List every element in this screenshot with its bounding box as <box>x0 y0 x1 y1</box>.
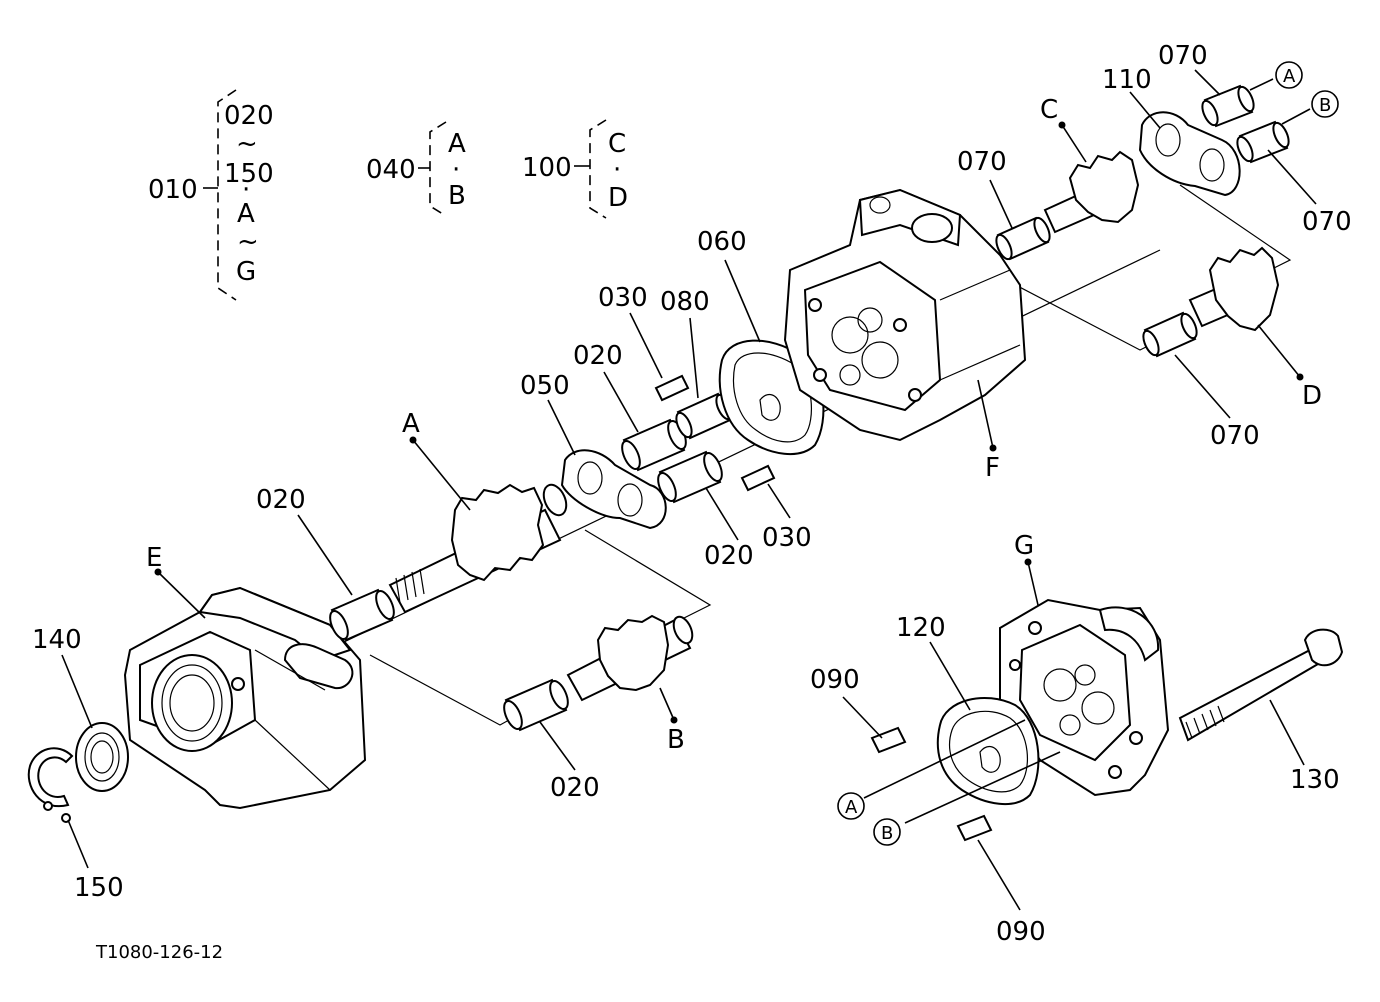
legend-010-item-5: A <box>237 199 255 229</box>
label-120: 120 <box>896 613 946 643</box>
pin-030-top <box>654 374 690 402</box>
label-f: F <box>985 453 1000 483</box>
label-080: 080 <box>660 287 710 317</box>
pin-090-top <box>870 726 907 754</box>
label-030-top: 030 <box>598 283 648 313</box>
label-b-circle-2: B <box>881 823 893 844</box>
legend-010-item-7: G <box>236 257 256 287</box>
label-a-shaft: A <box>402 409 420 439</box>
label-g: G <box>1014 531 1034 561</box>
label-140: 140 <box>32 625 82 655</box>
label-020-shaft: 020 <box>256 485 306 515</box>
bushing-020-lower <box>503 678 569 732</box>
legend-group-010: 010 020 ~ 150 · A ~ G <box>148 89 274 301</box>
bushing-020-right <box>657 450 723 504</box>
label-130: 130 <box>1290 765 1340 795</box>
marker-dots <box>154 121 1304 724</box>
oil-seal-140 <box>75 722 129 792</box>
drive-gear-a <box>388 483 568 614</box>
figure-code: T1080-126-12 <box>95 942 223 963</box>
legend-010-item-2: ~ <box>236 129 258 159</box>
side-plate-050 <box>560 449 667 530</box>
legend-key-010: 010 <box>148 175 198 205</box>
label-050: 050 <box>520 371 570 401</box>
label-a-circle: A <box>1283 66 1296 87</box>
bushing-070-right <box>1236 120 1290 164</box>
driven-gear-b <box>566 614 694 702</box>
label-070-right: 070 <box>1302 207 1352 237</box>
label-b-lower: B <box>667 725 685 755</box>
legend-key-100: 100 <box>522 153 572 183</box>
circlip-150 <box>27 747 74 823</box>
label-a-circle-2: A <box>845 797 858 818</box>
label-090-bottom: 090 <box>996 917 1046 947</box>
label-070-left: 070 <box>957 147 1007 177</box>
leader-lines <box>61 69 1317 911</box>
label-090-top: 090 <box>810 665 860 695</box>
circle-callouts <box>837 61 1339 846</box>
gear-c <box>1043 150 1140 234</box>
side-plate-110 <box>1138 111 1241 197</box>
label-d: D <box>1302 381 1322 411</box>
label-c: C <box>1040 95 1058 125</box>
label-020-right: 020 <box>704 541 754 571</box>
pump-body-f <box>783 188 1027 442</box>
legend-100-item-2: · <box>613 155 621 185</box>
legend-100-item-3: D <box>608 183 628 213</box>
bushing-070-left <box>995 216 1051 261</box>
part-labels: 020 A E 140 150 050 020 030 080 060 020 … <box>32 41 1352 947</box>
label-070-bottom: 070 <box>1210 421 1260 451</box>
front-cover-e <box>123 586 367 810</box>
rear-cover-g <box>999 598 1170 797</box>
label-060: 060 <box>697 227 747 257</box>
legend-010-item-6: ~ <box>237 227 259 257</box>
bushing-020-shaft <box>329 588 395 642</box>
bushing-070-bottom <box>1142 311 1198 358</box>
bolt-130 <box>1178 628 1344 742</box>
pin-030-bottom <box>740 464 776 492</box>
gasket-120 <box>936 697 1040 806</box>
label-070-top: 070 <box>1158 41 1208 71</box>
bushing-070-top <box>1201 84 1255 128</box>
legend-100-item-1: C <box>608 129 626 159</box>
label-020-mid: 020 <box>573 341 623 371</box>
legend-key-040: 040 <box>366 155 416 185</box>
label-110: 110 <box>1102 65 1152 95</box>
gear-d <box>1188 246 1280 332</box>
label-030-bottom: 030 <box>762 523 812 553</box>
label-b-circle: B <box>1319 95 1331 116</box>
legend-010-item-1: 020 <box>224 101 274 131</box>
legend-010-item-4: · <box>242 175 250 205</box>
legend-040-item-2: · <box>452 155 460 185</box>
bushing-020-mid <box>621 418 687 472</box>
legend-group-040: 040 A · B <box>366 121 466 217</box>
label-e: E <box>146 543 162 573</box>
label-150: 150 <box>74 873 124 903</box>
pin-090-bottom <box>956 814 993 842</box>
legend-group-100: 100 C · D <box>522 119 628 219</box>
legend-010-item-3: 150 <box>224 159 274 189</box>
legend-040-item-1: A <box>448 129 466 159</box>
legend-040-item-3: B <box>448 181 466 211</box>
label-020-lower: 020 <box>550 773 600 803</box>
